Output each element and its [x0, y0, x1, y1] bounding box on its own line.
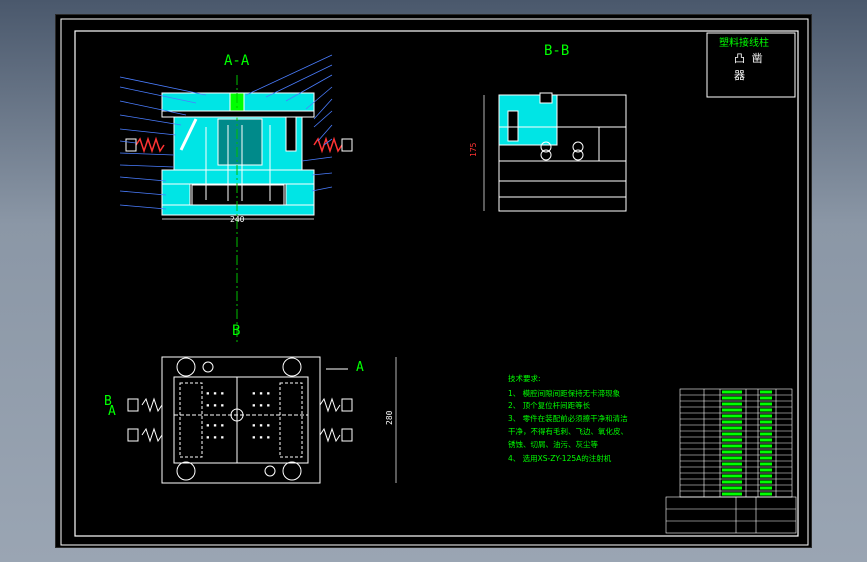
- parts-row-mark: [760, 414, 772, 418]
- svg-text:▪ ▪ ▪: ▪ ▪ ▪: [206, 422, 224, 429]
- svg-text:▪ ▪ ▪: ▪ ▪ ▪: [252, 390, 270, 397]
- tech-req-line: 锈蚀、切屑、油污、灰尘等: [508, 439, 598, 449]
- plan-view-b: B A B A ▪ ▪ ▪ ▪ ▪ ▪ ▪ ▪ ▪ ▪ ▪ ▪ ▪ ▪ ▪ ▪ ▪ ▪…: [104, 323, 397, 484]
- section-a-a-view: A-A: [119, 53, 353, 345]
- parts-row-mark: [722, 426, 742, 430]
- parts-row-mark: [722, 474, 742, 478]
- parts-row-mark: [760, 408, 772, 412]
- parts-row-mark: [722, 444, 742, 448]
- parts-row-mark: [760, 438, 772, 442]
- parts-row-mark: [760, 492, 772, 496]
- parts-row-mark: [722, 468, 742, 472]
- view-b-label: B: [232, 323, 240, 339]
- parts-row-mark: [760, 402, 772, 406]
- tech-req-title: 技术要求:: [508, 373, 541, 383]
- parts-row-mark: [760, 474, 772, 478]
- parts-row-mark: [722, 450, 742, 454]
- parts-row-mark: [760, 420, 772, 424]
- parts-row-mark: [722, 396, 742, 400]
- parts-row-mark: [760, 432, 772, 436]
- parts-row-mark: [760, 390, 772, 394]
- inner-frame: [74, 30, 799, 537]
- parts-row-mark: [722, 456, 742, 460]
- title-block-header: 塑料接线柱 凸 凿 器: [706, 32, 796, 98]
- svg-text:▪ ▪ ▪: ▪ ▪ ▪: [206, 434, 224, 441]
- parts-row-mark: [722, 438, 742, 442]
- parts-row-mark: [722, 480, 742, 484]
- parts-row-mark: [760, 426, 772, 430]
- parts-row-mark: [722, 390, 742, 394]
- tb-glyph-1: 凸 凿: [734, 52, 763, 65]
- dim-280: 280: [385, 410, 394, 425]
- svg-text:▪ ▪ ▪: ▪ ▪ ▪: [206, 390, 224, 397]
- tech-req-line: 2、 顶个复位杆间距等长: [508, 400, 591, 410]
- parts-row-mark: [760, 462, 772, 466]
- parts-row-mark: [760, 480, 772, 484]
- parts-row-mark: [760, 450, 772, 454]
- section-a-a-label: A-A: [224, 53, 250, 69]
- parts-row-mark: [722, 408, 742, 412]
- parts-row-mark: [760, 456, 772, 460]
- parts-row-mark: [722, 486, 742, 490]
- cut-a-label-left: A: [108, 404, 116, 419]
- cut-a-label-right: A: [356, 360, 364, 375]
- parts-row-mark: [722, 462, 742, 466]
- section-b-b-view: B-B 175: [469, 43, 627, 212]
- svg-text:▪ ▪ ▪: ▪ ▪ ▪: [252, 434, 270, 441]
- tech-req-line: 3、 零件在装配前必须擦干净和清洁: [508, 413, 628, 423]
- dim-240: 240: [230, 215, 245, 224]
- parts-list-table: [665, 388, 797, 534]
- parts-row-mark: [722, 492, 742, 496]
- svg-text:▪ ▪ ▪: ▪ ▪ ▪: [206, 402, 224, 409]
- outer-frame: [60, 18, 809, 546]
- parts-row-mark: [722, 420, 742, 424]
- parts-list-fill: [722, 390, 772, 496]
- cut-b-label-left: B: [104, 394, 112, 409]
- parts-row-mark: [722, 432, 742, 436]
- tb-glyph-2: 器: [734, 69, 745, 82]
- parts-row-mark: [760, 396, 772, 400]
- parts-row-mark: [722, 414, 742, 418]
- drawing-canvas: 塑料接线柱 凸 凿 器 A-A: [60, 18, 809, 546]
- tech-req-line: 干净，不得有毛刺、飞边、氧化皮、: [508, 426, 628, 436]
- parts-row-mark: [760, 468, 772, 472]
- tech-req-line: 1、 模腔间隙间距保持无卡滞现象: [508, 388, 621, 398]
- svg-text:▪ ▪ ▪: ▪ ▪ ▪: [252, 402, 270, 409]
- section-b-b-label: B-B: [544, 43, 569, 59]
- cad-viewport[interactable]: 塑料接线柱 凸 凿 器 A-A: [55, 14, 812, 548]
- title-block-header-text: 塑料接线柱: [719, 36, 769, 49]
- parts-row-mark: [722, 402, 742, 406]
- tech-requirements: 技术要求: 1、 模腔间隙间距保持无卡滞现象 2、 顶个复位杆间距等长 3、 零…: [508, 373, 628, 463]
- dim-175: 175: [469, 142, 478, 157]
- parts-row-mark: [760, 486, 772, 490]
- tech-req-line: 4、 选用XS-ZY-125A的注射机: [508, 453, 612, 463]
- svg-text:▪ ▪ ▪: ▪ ▪ ▪: [252, 422, 270, 429]
- parts-row-mark: [760, 444, 772, 448]
